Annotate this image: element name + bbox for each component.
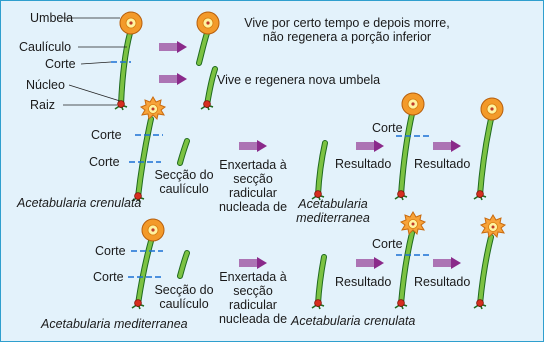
graft-arrow — [432, 256, 462, 270]
caption-enxertada-line3: radicular — [229, 298, 277, 312]
label-cauliculo: Caulículo — [19, 40, 72, 54]
label-corte: Corte — [95, 244, 126, 258]
caption-enxertada-line2: secção — [233, 172, 273, 186]
graft-arrow — [432, 139, 462, 153]
label-umbela: Umbela — [30, 11, 74, 25]
caption-seccao-line1: Secção do — [154, 283, 214, 297]
plant-result-4 — [473, 214, 506, 310]
plant-crenulata — [129, 96, 166, 203]
label-resultado: Resultado — [335, 157, 392, 171]
rhizoid-base — [311, 254, 327, 310]
plant-upper-piece — [196, 11, 220, 66]
label-resultado: Resultado — [414, 275, 471, 289]
species-mediterranea: Acetabularia mediterranea — [41, 317, 188, 331]
caption-enxertada-line1: Enxertada à — [219, 158, 287, 172]
caption-enxertada-line1: Enxertada à — [219, 270, 287, 284]
label-corte: Corte — [89, 155, 120, 169]
plant-full — [59, 11, 143, 111]
plant-result-2 — [473, 97, 504, 201]
caption-top-line1: Vive por certo tempo e depois morre, — [244, 16, 450, 30]
label-nucleo: Núcleo — [26, 78, 65, 92]
caption-mid: Vive e regenera nova umbela — [217, 73, 381, 87]
label-corte: Corte — [45, 57, 76, 71]
graft-arrow — [238, 139, 268, 153]
label-resultado: Resultado — [335, 275, 392, 289]
label-corte: Corte — [372, 237, 403, 251]
species-crenulata: Acetabularia crenulata — [291, 314, 416, 328]
caption-enxertada-line4: nucleada de — [218, 312, 288, 326]
label-resultado: Resultado — [414, 157, 471, 171]
caption-enxertada-line2: secção — [233, 284, 273, 298]
graft-arrow — [238, 256, 268, 270]
graft-arrow — [158, 40, 188, 54]
species-crenulata: Acetabularia crenulata — [17, 196, 142, 210]
stalk-section — [177, 250, 190, 279]
graft-arrow — [355, 256, 385, 270]
graft-arrow — [158, 72, 188, 86]
plant-result-1 — [394, 92, 431, 201]
species-mediterranea-line2: mediterranea — [296, 211, 370, 225]
rhizoid-base — [311, 140, 328, 201]
caption-enxertada-line3: radicular — [229, 186, 277, 200]
label-corte: Corte — [91, 128, 122, 142]
label-corte: Corte — [372, 121, 403, 135]
species-mediterranea-line1: Acetabularia — [298, 197, 368, 211]
caption-top-line2: não regenera a porção inferior — [262, 30, 432, 44]
label-raiz: Raiz — [30, 98, 56, 112]
graft-arrow — [355, 139, 385, 153]
caption-enxertada-line4: nucleada de — [218, 200, 288, 214]
stalk-section — [177, 138, 190, 166]
plant-lower-piece — [200, 66, 218, 111]
caption-seccao-line1: Secção do — [154, 168, 214, 182]
label-corte: Corte — [93, 270, 124, 284]
caption-seccao-line2: caulículo — [159, 182, 209, 196]
plant-mediterranea — [128, 218, 165, 310]
caption-seccao-line2: caulículo — [159, 297, 209, 311]
plant-result-3 — [394, 211, 431, 310]
